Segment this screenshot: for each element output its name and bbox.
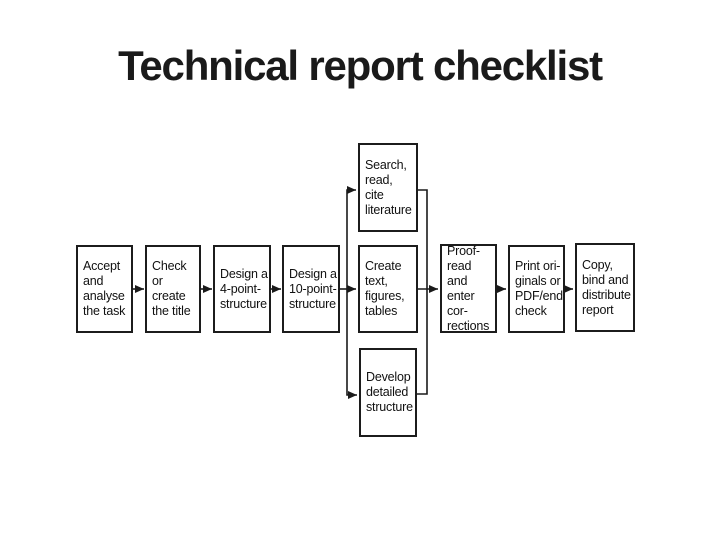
flow-box-proof-read: Proof- read and enter cor- rections (440, 244, 497, 333)
flow-box-print-originals: Print ori- ginals or PDF/end check (508, 245, 565, 333)
return-line-from-top (418, 189, 428, 289)
flow-box-accept-task: Accept and analyse the task (76, 245, 133, 333)
flow-box-check-title: Check or create the title (145, 245, 201, 333)
flow-box-design-10-point: Design a 10-point- structure (282, 245, 340, 333)
branch-line-to-bottom (346, 289, 357, 399)
flow-box-design-4-point: Design a 4-point- structure (213, 245, 271, 333)
slide-title: Technical report checklist (118, 42, 603, 89)
flow-box-develop-structure: Develop detailed structure (359, 348, 417, 437)
return-line-from-bottom (417, 289, 428, 395)
flow-box-create-text: Create text, figures, tables (358, 245, 418, 333)
branch-line-to-top (346, 186, 356, 289)
flow-box-copy-distribute: Copy, bind and distribute report (575, 243, 635, 332)
flow-box-search-literature: Search, read, cite literature (358, 143, 418, 232)
